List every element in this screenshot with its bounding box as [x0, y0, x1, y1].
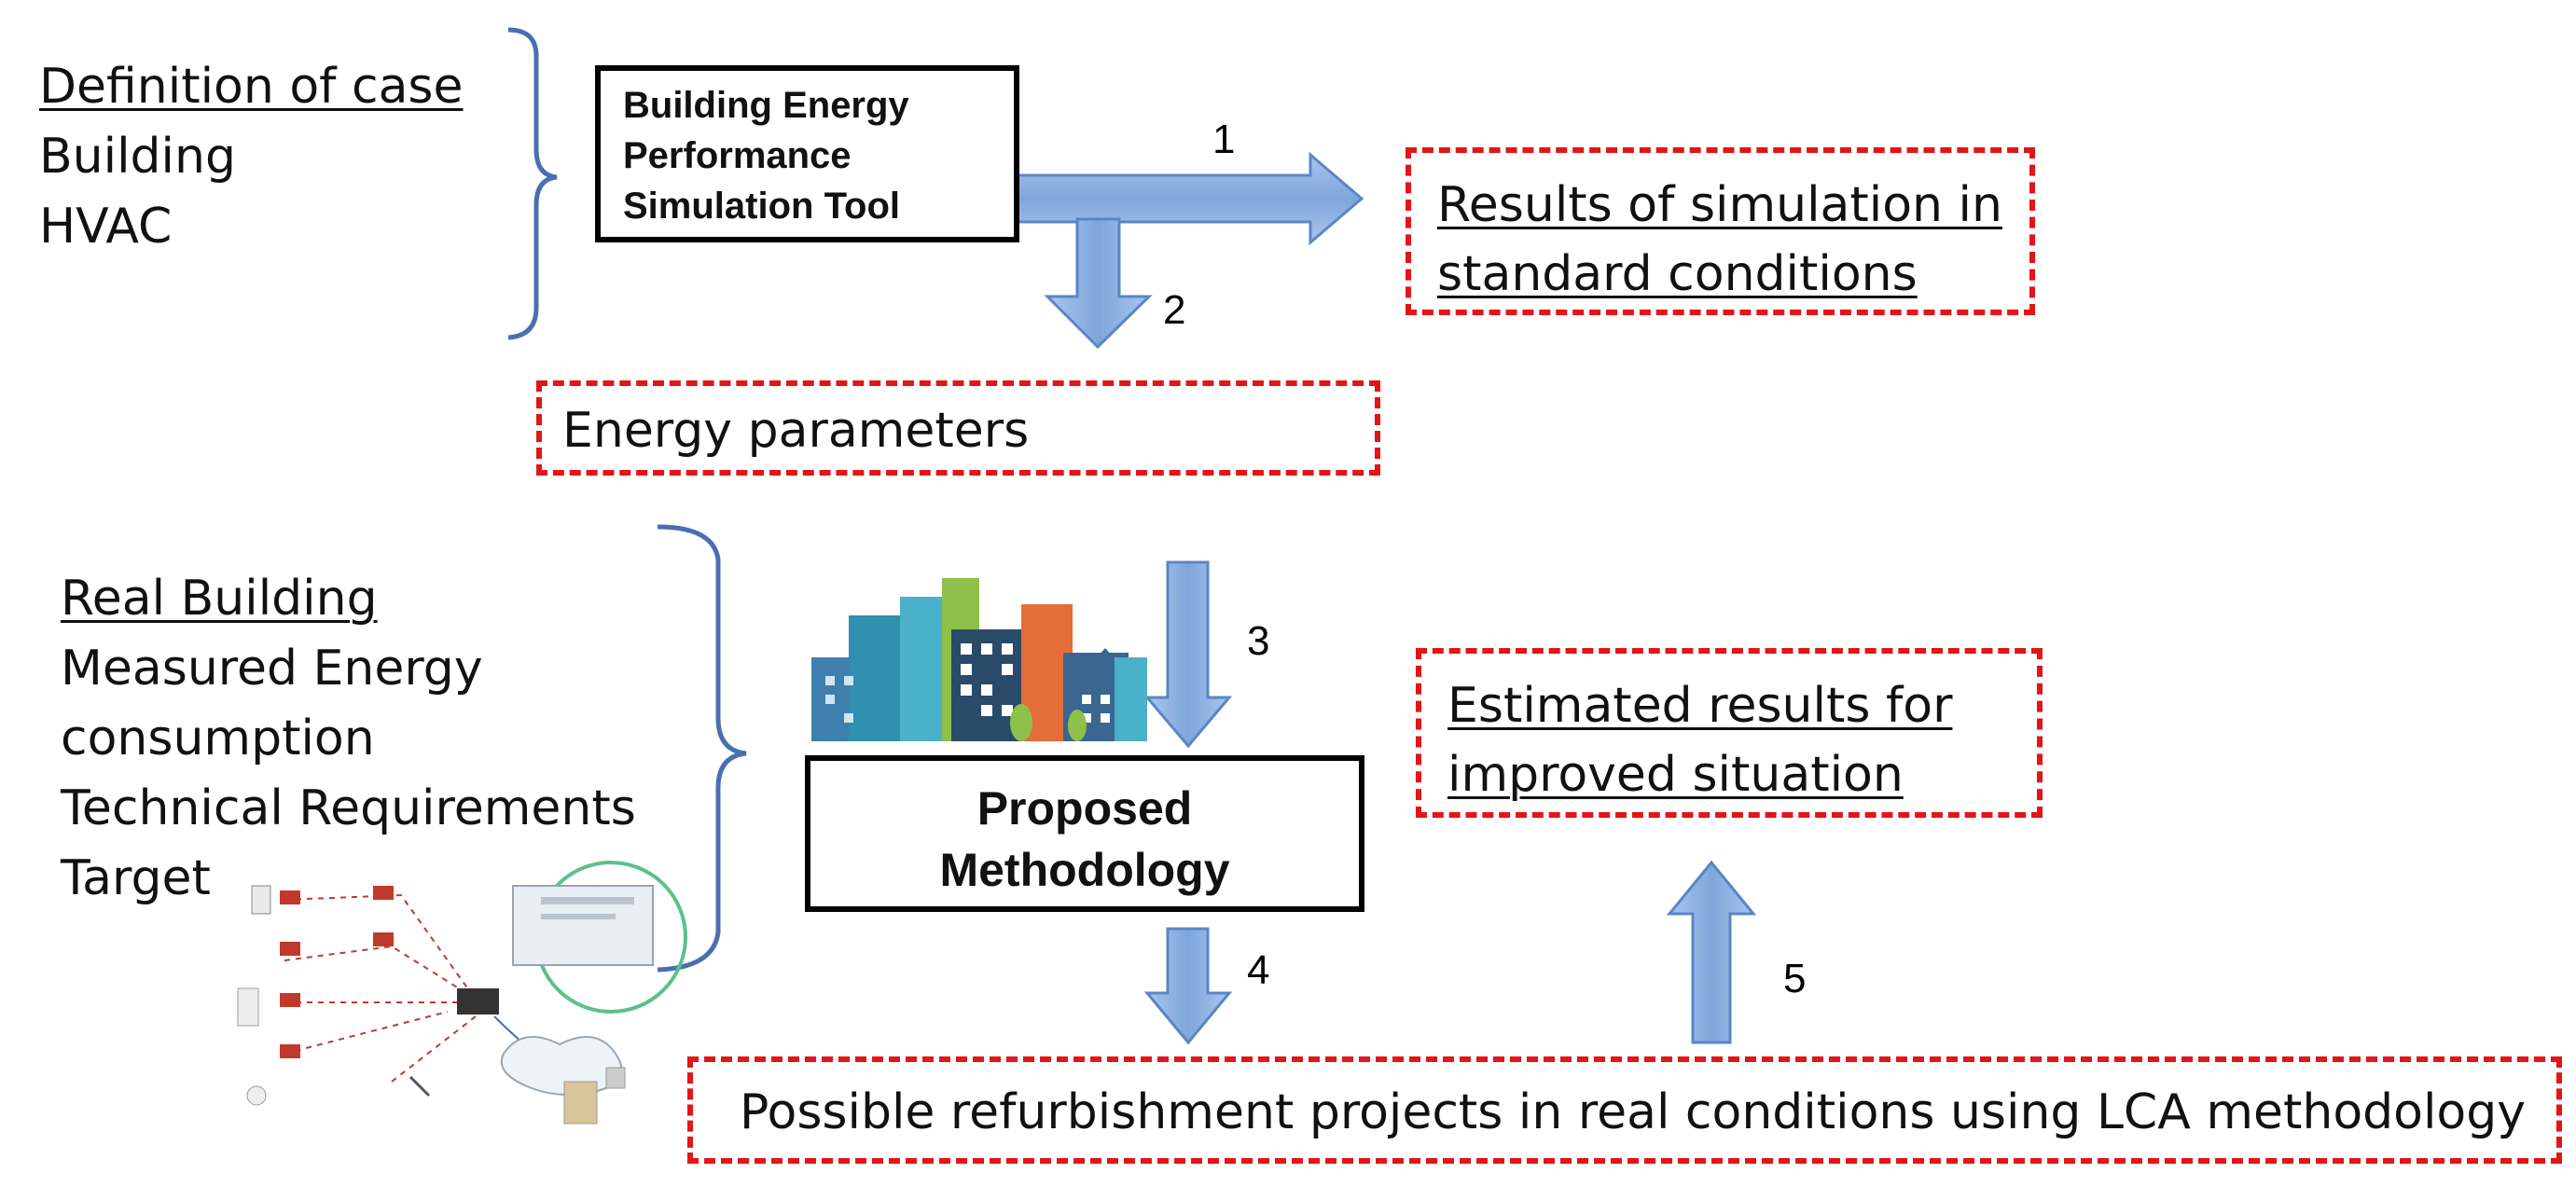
real-building-item-4: Target: [61, 850, 211, 906]
tool-box-line-3: Simulation Tool: [623, 186, 901, 227]
results-standard-box: Results of simulation in standard condit…: [1406, 147, 2035, 315]
real-building-item-2: consumption: [61, 711, 375, 766]
bottom-brace: [657, 524, 747, 973]
arrow-4-down: [1143, 927, 1233, 1045]
arrow-label-2: 2: [1163, 287, 1186, 333]
energy-parameters-label: Energy parameters: [562, 403, 1030, 459]
refurbishment-label: Possible refurbishment projects in real …: [740, 1084, 2527, 1140]
real-building-item-3: Technical Requirements: [61, 780, 636, 836]
sensor-network-icon: [237, 861, 687, 1125]
definition-item-hvac: HVAC: [39, 199, 173, 255]
arrow-5-up: [1666, 860, 1757, 1044]
arrow-label-5: 5: [1783, 956, 1807, 1001]
estimated-results-line-1: Estimated results for: [1447, 678, 1953, 734]
methodology-line-2: Methodology: [939, 844, 1230, 896]
proposed-methodology-box: Proposed Methodology: [805, 755, 1364, 912]
energy-parameters-box: Energy parameters: [536, 380, 1380, 476]
tool-box-line-1: Building Energy: [623, 85, 909, 126]
simulation-tool-box: Building Energy Performance Simulation T…: [595, 65, 1019, 242]
arrow-3-down: [1143, 560, 1233, 749]
top-brace: [507, 27, 558, 340]
arrow-label-1: 1: [1212, 117, 1236, 162]
estimated-results-line-2: improved situation: [1447, 747, 1904, 803]
real-building-item-1: Measured Energy: [61, 641, 483, 697]
arrow-2-down: [1044, 217, 1153, 350]
definition-item-building: Building: [39, 129, 236, 185]
tool-box-line-2: Performance: [623, 135, 852, 176]
results-standard-line-2: standard conditions: [1437, 246, 1918, 302]
arrow-label-3: 3: [1247, 618, 1270, 664]
arrow-label-4: 4: [1247, 947, 1270, 993]
definition-of-case-heading: Definition of case: [39, 59, 464, 115]
arrow-1-right: [1001, 151, 1364, 246]
city-buildings-icon: [811, 578, 1147, 741]
methodology-line-1: Proposed: [976, 782, 1193, 835]
results-standard-line-1: Results of simulation in: [1437, 177, 2002, 233]
real-building-heading: Real Building: [61, 571, 378, 627]
refurbishment-box: Possible refurbishment projects in real …: [687, 1056, 2562, 1164]
estimated-results-box: Estimated results for improved situation: [1416, 648, 2043, 818]
